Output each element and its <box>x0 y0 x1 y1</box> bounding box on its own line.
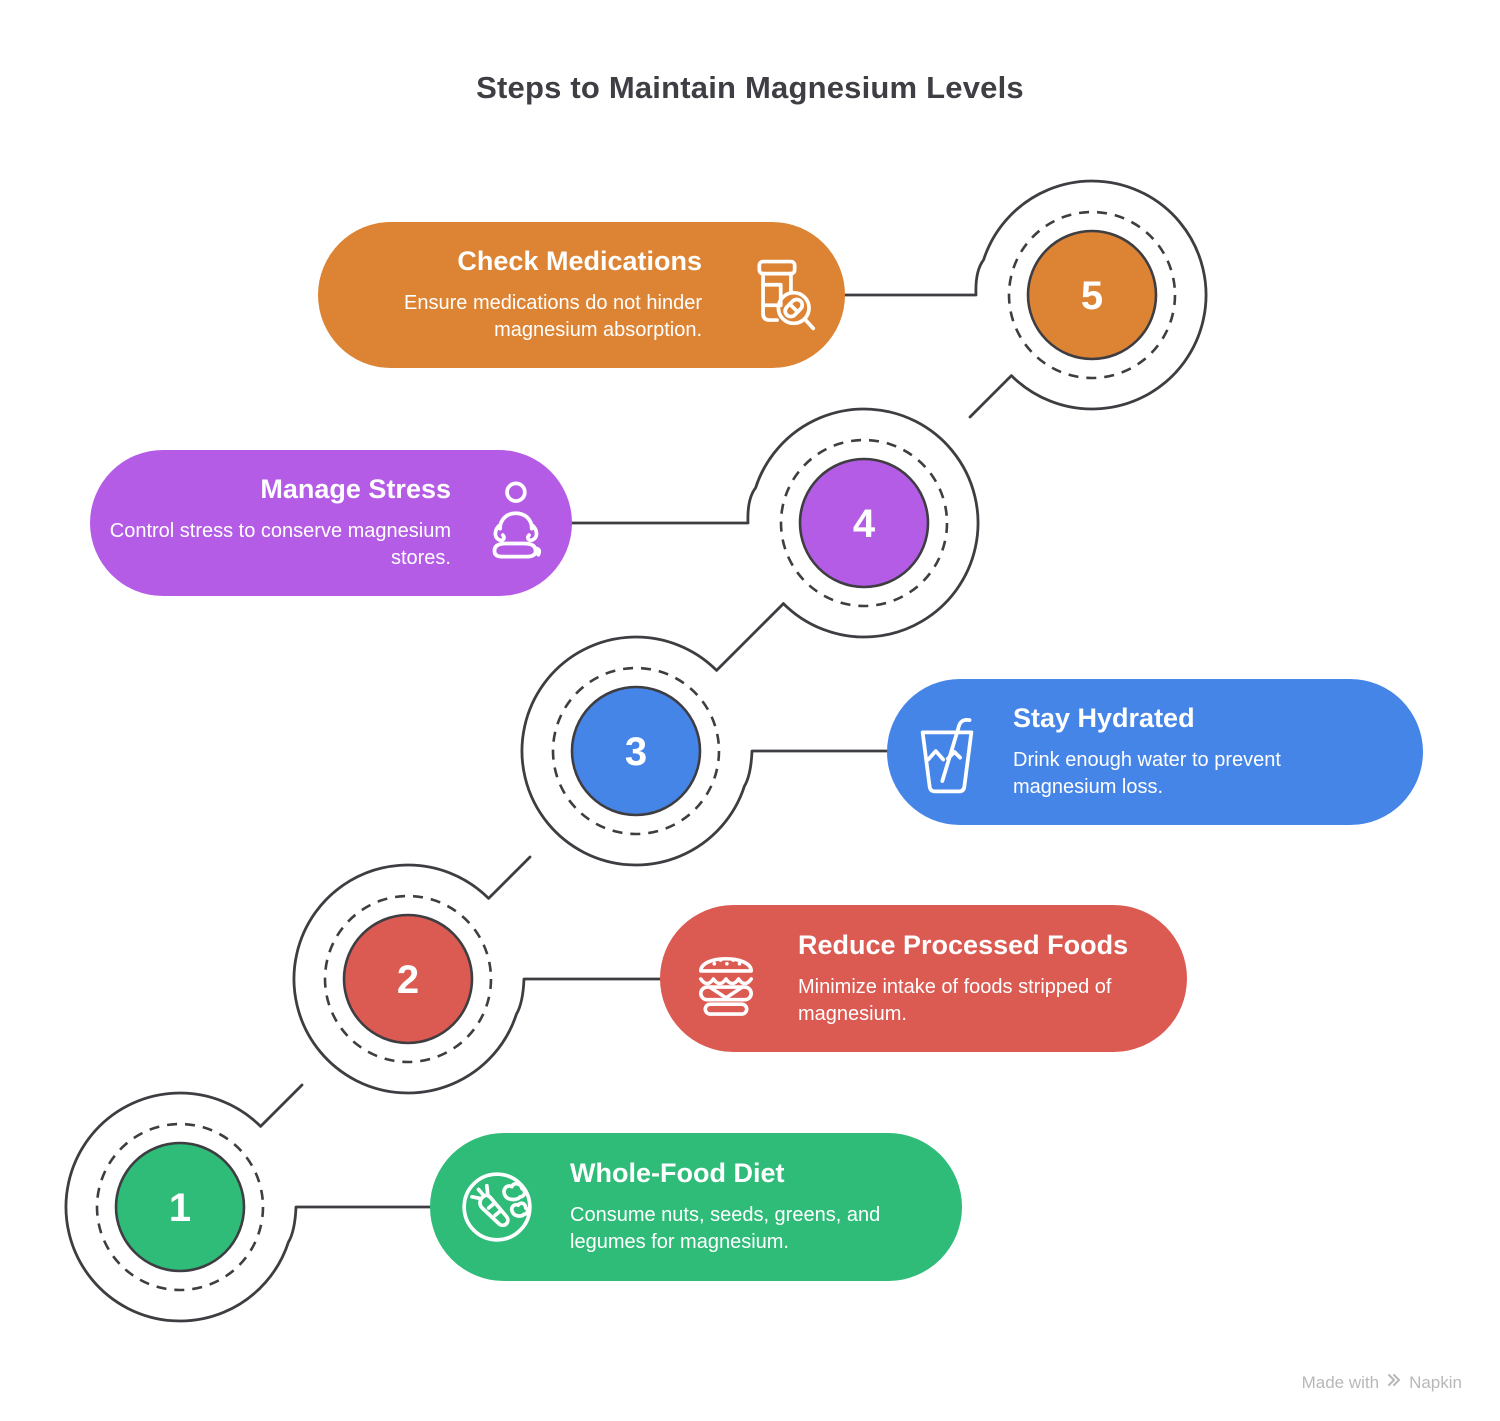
burger-icon <box>690 941 762 1017</box>
node-2-circle <box>342 913 474 1045</box>
step-card-2: Reduce Processed Foods Minimize intake o… <box>660 905 1187 1052</box>
node-5-dashed-ring <box>1007 210 1177 380</box>
step-card-title: Whole-Food Diet <box>570 1158 785 1188</box>
node-2-dashed-ring <box>323 894 493 1064</box>
carrot-broccoli-icon <box>460 1170 534 1244</box>
watermark-prefix: Made with <box>1301 1372 1380 1392</box>
watermark-brand: Napkin <box>1409 1372 1462 1392</box>
step-card-3: Stay Hydrated Drink enough water to prev… <box>887 679 1423 825</box>
step-card-description: Minimize intake of foods stripped of mag… <box>798 975 1112 1025</box>
step-card-title: Reduce Processed Foods <box>798 929 1129 960</box>
node-3-circle <box>570 685 702 817</box>
step-card-title: Check Medications <box>457 246 702 276</box>
node-4-circle <box>798 457 930 589</box>
step-node-2: 2 <box>292 855 662 1095</box>
water-glass-icon <box>917 706 977 798</box>
step-node-3: 3 <box>520 602 889 867</box>
step-number-1: 1 <box>169 1186 191 1230</box>
node-5-circle <box>1026 229 1158 361</box>
node-5-ring-and-connectors <box>843 179 1208 419</box>
pill-bottle-magnifier-icon <box>738 256 816 334</box>
step-number-5: 5 <box>1081 274 1103 318</box>
step-card-5: Check Medications Ensure medications do … <box>318 222 845 368</box>
node-1-circle <box>114 1141 246 1273</box>
node-1-dashed-ring <box>95 1122 265 1292</box>
step-card-description: Control stress to conserve magnesium sto… <box>109 520 451 569</box>
step-card-description: Drink enough water to prevent magnesium … <box>1013 749 1281 798</box>
page-title: Steps to Maintain Magnesium Levels <box>476 70 1024 105</box>
node-4-ring-and-connectors <box>570 407 980 639</box>
node-3-ring-and-connectors <box>520 602 889 867</box>
step-card-description: Consume nuts, seeds, greens, and legumes… <box>570 1204 881 1253</box>
step-number-2: 2 <box>397 958 419 1002</box>
meditation-icon <box>487 480 543 566</box>
step-number-4: 4 <box>853 502 876 546</box>
step-card-description: Ensure medications do not hinder magnesi… <box>404 292 702 341</box>
step-node-5: 5 <box>843 179 1208 419</box>
node-4-dashed-ring <box>779 438 949 608</box>
node-1-ring-and-connectors <box>64 1083 432 1323</box>
step-node-4: 4 <box>570 407 980 639</box>
node-2-ring-and-connectors <box>292 855 662 1095</box>
step-number-3: 3 <box>625 730 647 774</box>
step-node-1: 1 <box>64 1083 432 1323</box>
napkin-logo-icon <box>1386 1372 1402 1393</box>
node-3-dashed-ring <box>551 666 721 836</box>
step-card-1: Whole-Food Diet Consume nuts, seeds, gre… <box>430 1133 962 1281</box>
step-card-title: Manage Stress <box>260 474 451 504</box>
step-card-4: Manage Stress Control stress to conserve… <box>90 450 572 596</box>
step-card-title: Stay Hydrated <box>1013 703 1195 733</box>
watermark: Made with Napkin <box>1302 1372 1462 1393</box>
